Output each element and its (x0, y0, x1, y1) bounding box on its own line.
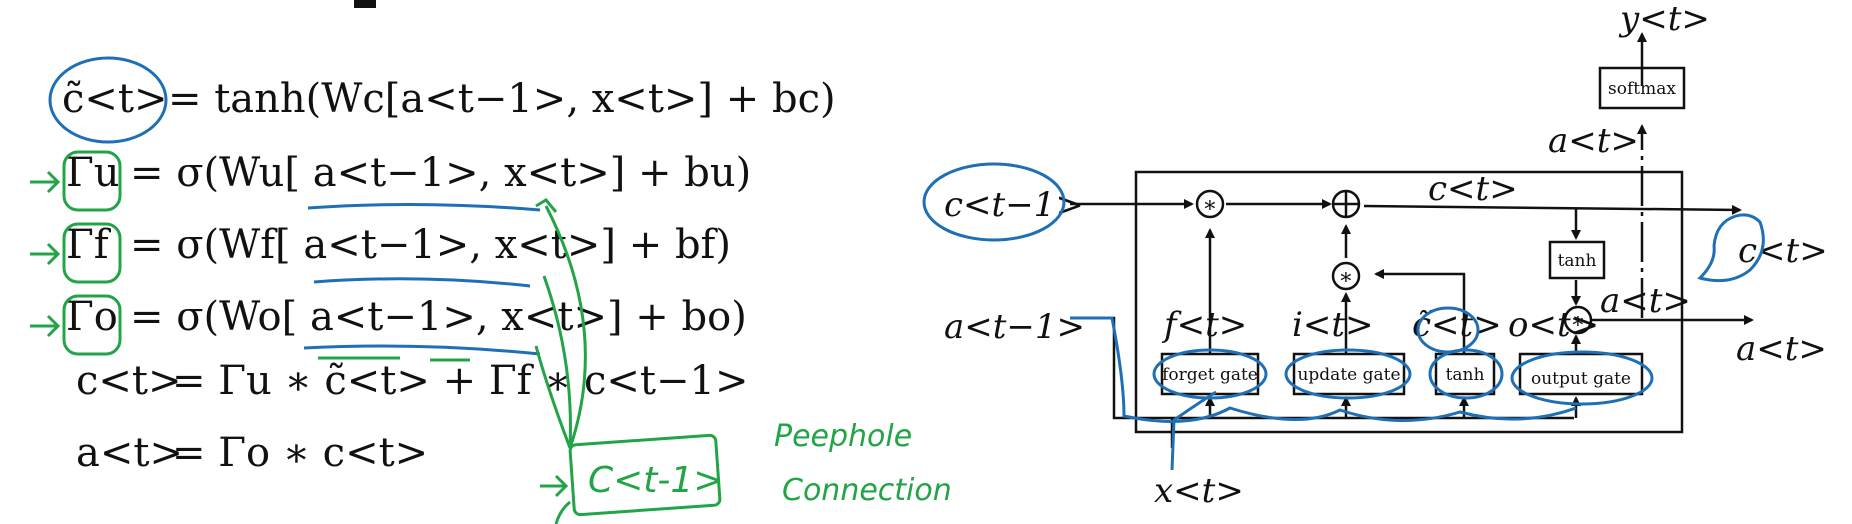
a-t-out-label: a<t> (1736, 329, 1827, 369)
peephole-curve-2 (542, 275, 572, 449)
output-gate-box (1518, 352, 1644, 396)
a-t-inner-label: a<t> (1600, 281, 1691, 321)
equation-candidate-lhs: c̃<t> (62, 76, 168, 122)
a-t-top-label: a<t> (1548, 121, 1639, 161)
multiply-node-output (1563, 305, 1593, 335)
tanh-in-box (1434, 352, 1496, 396)
circle-c-tilde (1416, 306, 1480, 354)
equation-cell-state-rhs: = Γu ∗ c̃<t> + Γf ∗ c<t−1> (172, 358, 748, 404)
equation-update-gate-rhs: = σ(Wu[ a<t−1>, x<t>] + bu) (130, 150, 751, 196)
box-update-gate (62, 150, 122, 212)
equation-activation-rhs: = Γo ∗ c<t> (172, 430, 428, 476)
y-t-label: y<t> (1618, 0, 1710, 39)
circle-candidate (48, 56, 168, 144)
output-gate-label: output gate (1531, 369, 1631, 389)
gate-box-labels: forget gate update gate tanh output gate… (1162, 79, 1676, 389)
gate-output-labels: f<t> i<t> c̃<t> o<t> (1161, 305, 1599, 345)
equation-output-gate-lhs: Γo (66, 294, 118, 340)
equation-candidate-rhs: = tanh(Wc[a<t−1>, x<t>] + bc) (168, 76, 836, 122)
circle-tanh-in (1428, 348, 1504, 400)
signal-labels: c<t−1> a<t−1> x<t> c<t> c<t> a<t> a<t> a… (944, 0, 1828, 511)
c-tilde-label: c̃<t> (1412, 305, 1502, 345)
box-output-gate (62, 294, 122, 356)
circle-update-gate (1284, 348, 1412, 400)
tanh-out-label: tanh (1558, 251, 1597, 271)
edge-add-to-ct (1363, 204, 1742, 215)
arrow-mark-output (30, 314, 61, 338)
diagram-annotations (922, 162, 1765, 471)
softmax-box (1598, 66, 1686, 110)
multiply-glyph-forget: ∗ (1203, 193, 1218, 218)
softmax-label: softmax (1608, 79, 1676, 99)
circle-output-gate (1510, 350, 1654, 406)
multiply-glyph-update: ∗ (1339, 265, 1354, 290)
update-gate-label: update gate (1297, 365, 1400, 385)
peephole-curve-1 (544, 205, 587, 449)
equation-forget-gate-rhs: = σ(Wf[ a<t−1>, x<t>] + bf) (130, 222, 731, 268)
equation-activation-lhs: a<t> (76, 430, 183, 476)
multiply-node-update (1331, 261, 1361, 291)
tanh-in-label: tanh (1446, 365, 1485, 385)
equation-forget-gate-lhs: Γf (66, 222, 112, 268)
operator-glyphs: ∗ ∗ ∗ (1203, 193, 1586, 334)
x-t-label: x<t> (1154, 471, 1244, 511)
peephole-label-line2: Connection (782, 473, 952, 508)
underline-update (307, 202, 541, 212)
peephole-box-tail (554, 500, 571, 524)
add-node-plus (1333, 191, 1359, 217)
circle-c-prev (922, 162, 1066, 242)
tanh-out-box (1548, 240, 1606, 280)
multiply-node-forget (1195, 189, 1225, 219)
o-label: o<t> (1508, 305, 1599, 345)
equation-update-gate-lhs: Γu (66, 150, 120, 196)
forget-gate-box (1160, 352, 1260, 396)
forget-gate-label: forget gate (1162, 365, 1258, 385)
arrow-mark-forget (30, 242, 61, 266)
circle-forget-gate (1152, 348, 1268, 400)
underline-output-green (318, 356, 470, 362)
f-label: f<t> (1161, 305, 1247, 345)
underline-output (303, 344, 541, 356)
a-prev-label: a<t−1> (944, 307, 1085, 347)
peephole-wire-x (1170, 390, 1217, 471)
edge-tanh-to-mult2 (1374, 269, 1466, 354)
equation-output-gate-rhs: = σ(Wo[ a<t−1>, x<t>] + bo) (130, 294, 747, 340)
peephole-arrowhead (535, 198, 558, 213)
peephole-curve-3 (534, 345, 572, 449)
peephole-box-label: C<t-1> (588, 460, 723, 501)
peephole-label-line1: Peephole (774, 419, 912, 454)
peephole-box (568, 433, 722, 517)
cropped-title-fragment (354, 0, 376, 8)
box-forget-gate (62, 222, 122, 284)
multiply-glyph-output: ∗ (1571, 309, 1586, 334)
equation-cell-state-lhs: c<t> (76, 358, 182, 404)
c-t-inner-label: c<t> (1428, 169, 1518, 209)
i-label: i<t> (1292, 305, 1374, 345)
peephole-wire (1070, 316, 1577, 423)
lstm-equations: c̃<t> = tanh(Wc[a<t−1>, x<t>] + bc) Γu =… (62, 76, 836, 476)
equation-annotations (30, 56, 722, 524)
circle-c-t-out (1697, 213, 1765, 283)
arrow-mark-update (30, 170, 61, 194)
underline-forget (313, 277, 531, 288)
c-t-out-label: c<t> (1738, 231, 1828, 271)
peephole-box-arrow (540, 474, 569, 498)
update-gate-box (1292, 352, 1406, 396)
cell-boundary (1134, 170, 1684, 434)
